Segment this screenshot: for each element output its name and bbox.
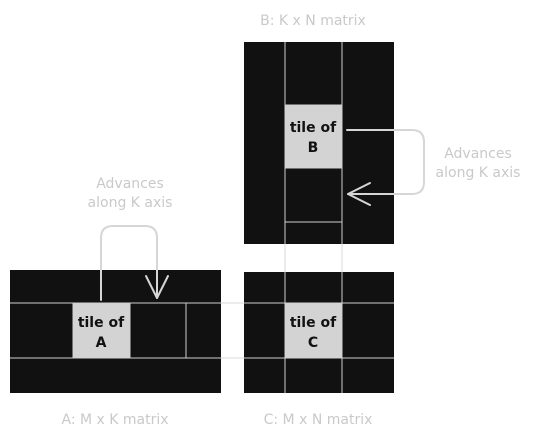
- matrix-a: tile of A: [10, 270, 221, 393]
- advances-b-line1: Advances: [444, 146, 512, 162]
- arrow-curve-left-icon: [346, 129, 425, 206]
- arrow-curve-down-icon: [100, 225, 169, 301]
- advances-b-line2: along K axis: [436, 165, 521, 181]
- tile-c-label-line1: tile of: [290, 315, 337, 331]
- matrix-c-title: C: M x N matrix: [264, 412, 373, 428]
- matrix-a-title: A: M x K matrix: [61, 412, 168, 428]
- matrix-b-title: B: K x N matrix: [260, 13, 366, 29]
- connector-lines: [221, 244, 343, 359]
- tile-b-label-line2: B: [308, 140, 319, 156]
- tile-of-b: [285, 105, 342, 168]
- tile-a-label-line2: A: [96, 335, 107, 351]
- tile-a-label-line1: tile of: [78, 315, 125, 331]
- advances-a-line1: Advances: [96, 176, 164, 192]
- tile-b-label-line1: tile of: [290, 120, 337, 136]
- advances-a-line2: along K axis: [88, 195, 173, 211]
- matrix-b: tile of B: [244, 42, 394, 244]
- matrix-c: tile of C: [244, 272, 394, 393]
- tile-of-a: [73, 303, 130, 358]
- tile-c-label-line2: C: [308, 335, 318, 351]
- tile-of-c: [285, 303, 342, 358]
